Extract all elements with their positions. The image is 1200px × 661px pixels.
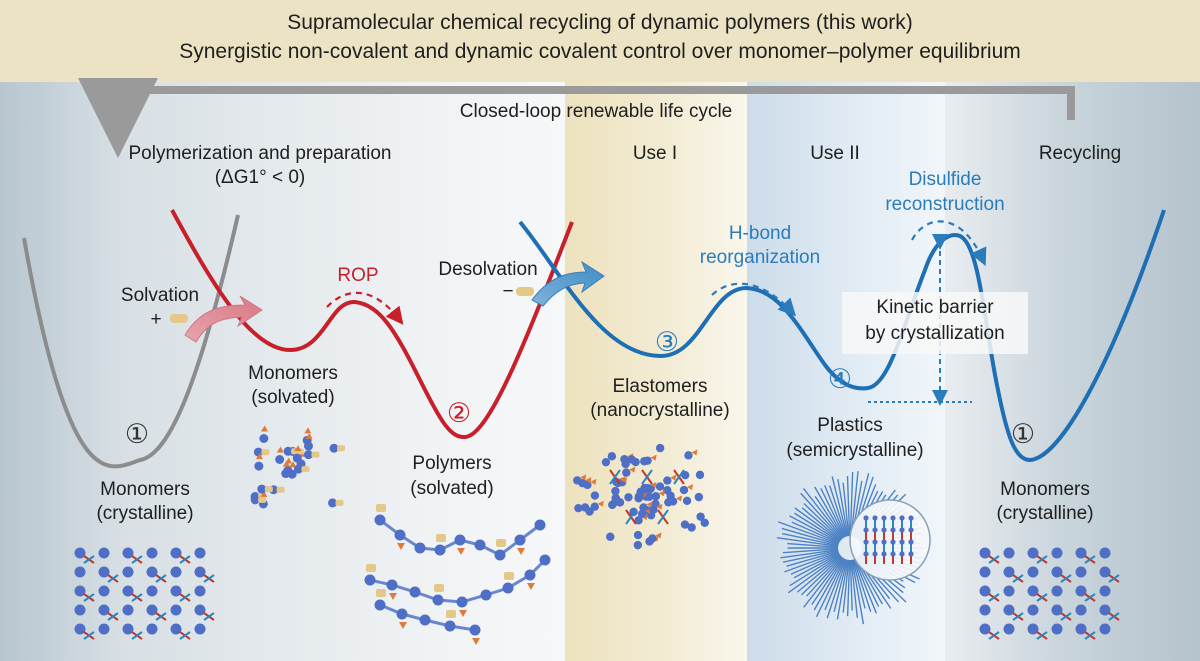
header-subtitle: Synergistic non-covalent and dynamic cov… xyxy=(179,40,1021,63)
state-marker-2: ② xyxy=(446,398,472,428)
state-3-name: Elastomers xyxy=(612,376,708,397)
state-2-name: Polymers xyxy=(412,453,492,474)
solvent-molecule-minus xyxy=(516,287,534,296)
polymerization-condition: (ΔG1° < 0) xyxy=(214,167,306,188)
solvation-arrow xyxy=(184,295,263,343)
desolvation-sign: − xyxy=(502,281,514,302)
state-1-name: Monomers xyxy=(100,479,190,500)
solvation-sign: + xyxy=(150,309,162,330)
panel-recycling xyxy=(945,82,1200,661)
monomer-solvated-name: Monomers xyxy=(248,363,338,384)
panel-polymerization xyxy=(0,82,565,661)
red-energy-curve xyxy=(170,209,574,439)
disulfide-arrow xyxy=(911,220,987,266)
disulfide-label-line1: Disulfide xyxy=(908,169,982,190)
rop-arrow xyxy=(326,291,404,325)
header-banner: Supramolecular chemical recycling of dyn… xyxy=(0,0,1200,82)
monomer-solvated-form: (solvated) xyxy=(251,387,335,408)
state-marker-3: ③ xyxy=(654,327,680,357)
state-1-recycled-form: (crystalline) xyxy=(996,503,1094,524)
desolvation-label: Desolvation xyxy=(438,259,538,280)
state-marker-4: ④ xyxy=(827,364,853,394)
state-4-name: Plastics xyxy=(817,415,883,436)
grey-energy-curve xyxy=(22,214,240,469)
state-1-recycled-name: Monomers xyxy=(1000,479,1090,500)
desolvation-arrow xyxy=(531,260,605,307)
barrier-label-line1: Kinetic barrier xyxy=(876,297,994,318)
elastomer-network xyxy=(573,443,709,550)
stage-recycling-title: Recycling xyxy=(1038,143,1122,164)
cycle-label: Closed-loop renewable life cycle xyxy=(459,101,733,122)
stage-polymerization-title: Polymerization and preparation xyxy=(128,143,392,164)
disulfide-label-line2: reconstruction xyxy=(885,194,1005,215)
spherulite xyxy=(776,471,931,625)
barrier-label-box xyxy=(842,292,1028,354)
stage-use-2-title: Use II xyxy=(810,143,860,164)
solvated-monomer-cluster xyxy=(250,425,346,509)
state-2-form: (solvated) xyxy=(410,478,494,499)
panel-use-1 xyxy=(565,82,747,661)
state-3-form: (nanocrystalline) xyxy=(590,400,730,421)
hbond-label-line2: reorganization xyxy=(699,247,821,268)
header-title: Supramolecular chemical recycling of dyn… xyxy=(287,11,913,34)
crystal-lattice-right xyxy=(979,547,1120,640)
solvent-molecule-plus xyxy=(170,314,188,323)
hbond-label-line1: H-bond xyxy=(728,223,792,244)
state-marker-1: ① xyxy=(124,419,150,449)
solvation-label: Solvation xyxy=(120,285,200,306)
state-marker-1-recycled: ① xyxy=(1010,419,1036,449)
polymer-chains xyxy=(364,504,551,645)
rop-label: ROP xyxy=(337,265,379,286)
stage-use-1-title: Use I xyxy=(632,143,678,164)
hbond-arrow xyxy=(711,282,797,317)
crystal-lattice-left xyxy=(74,547,215,640)
barrier-label-line2: by crystallization xyxy=(865,323,1005,344)
state-1-form: (crystalline) xyxy=(96,503,194,524)
state-4-form: (semicrystalline) xyxy=(786,440,924,461)
cycle-arrow xyxy=(78,78,1075,158)
